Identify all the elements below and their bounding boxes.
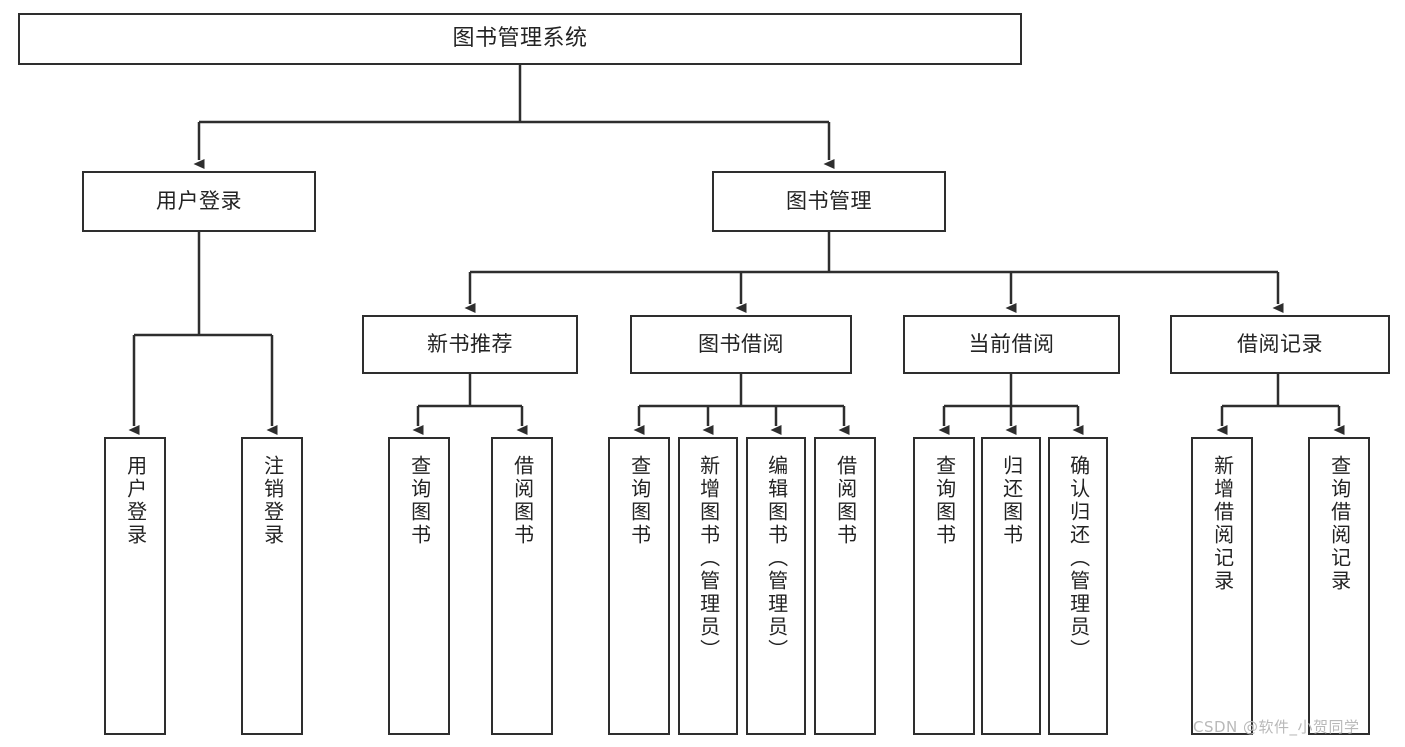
node-label: 注销登录 <box>260 455 285 547</box>
node-label: 新书推荐 <box>427 332 513 357</box>
leaf-borrow-edit-book-admin[interactable]: 编辑图书（管理员） <box>746 437 806 735</box>
node-label: 新增借阅记录 <box>1210 455 1235 593</box>
leaf-user-login-login[interactable]: 用户登录 <box>104 437 166 735</box>
node-book-borrow[interactable]: 图书借阅 <box>630 315 852 374</box>
node-label: 图书借阅 <box>698 332 784 357</box>
leaf-record-query-record[interactable]: 查询借阅记录 <box>1308 437 1370 735</box>
leaf-current-return-book[interactable]: 归还图书 <box>981 437 1041 735</box>
node-label: 确认归还（管理员） <box>1066 455 1091 662</box>
node-label: 用户登录 <box>123 455 148 547</box>
leaf-user-login-logout[interactable]: 注销登录 <box>241 437 303 735</box>
node-label: 查询图书 <box>932 455 957 547</box>
leaf-record-add-record[interactable]: 新增借阅记录 <box>1191 437 1253 735</box>
watermark-credit: CSDN @软件_小贺同学 <box>1193 718 1360 736</box>
node-borrow-record[interactable]: 借阅记录 <box>1170 315 1390 374</box>
node-label: 用户登录 <box>156 189 242 214</box>
leaf-borrow-borrow-book[interactable]: 借阅图书 <box>814 437 876 735</box>
node-label: 编辑图书（管理员） <box>764 455 789 662</box>
leaf-recommend-borrow-book[interactable]: 借阅图书 <box>491 437 553 735</box>
leaf-borrow-query-book[interactable]: 查询图书 <box>608 437 670 735</box>
node-label: 查询图书 <box>627 455 652 547</box>
node-user-login[interactable]: 用户登录 <box>82 171 316 232</box>
leaf-current-confirm-return-admin[interactable]: 确认归还（管理员） <box>1048 437 1108 735</box>
node-current-borrow[interactable]: 当前借阅 <box>903 315 1120 374</box>
node-label: 借阅图书 <box>833 455 858 547</box>
node-label: 借阅记录 <box>1237 332 1323 357</box>
node-label: 图书管理 <box>786 189 872 214</box>
node-new-book-recommend[interactable]: 新书推荐 <box>362 315 578 374</box>
node-label: 借阅图书 <box>510 455 535 547</box>
leaf-current-query-book[interactable]: 查询图书 <box>913 437 975 735</box>
node-book-management[interactable]: 图书管理 <box>712 171 946 232</box>
node-label: 查询借阅记录 <box>1327 455 1352 593</box>
leaf-borrow-add-book-admin[interactable]: 新增图书（管理员） <box>678 437 738 735</box>
node-label: 查询图书 <box>407 455 432 547</box>
leaf-recommend-query-book[interactable]: 查询图书 <box>388 437 450 735</box>
node-label: 当前借阅 <box>968 332 1055 357</box>
node-label: 新增图书（管理员） <box>696 455 721 662</box>
node-root-system[interactable]: 图书管理系统 <box>18 13 1022 65</box>
node-label: 图书管理系统 <box>452 26 588 52</box>
node-label: 归还图书 <box>999 455 1024 547</box>
